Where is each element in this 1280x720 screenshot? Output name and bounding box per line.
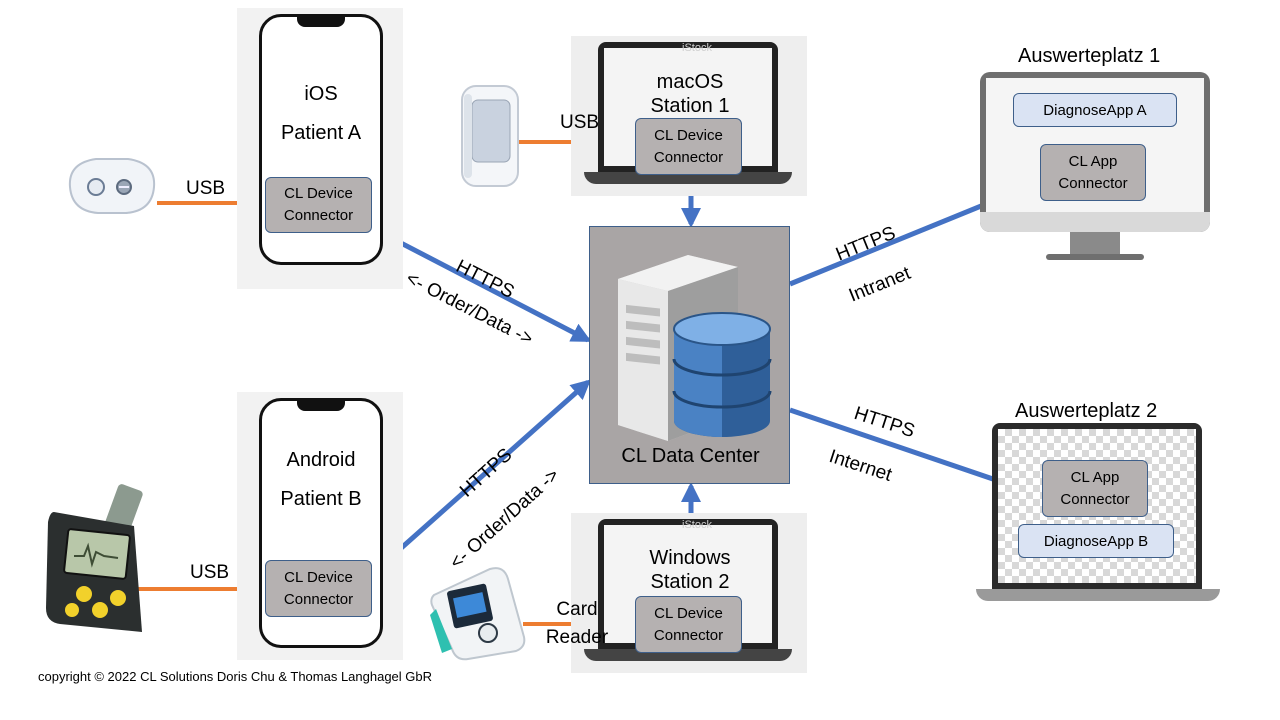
- stock-watermark: iStock: [682, 519, 712, 531]
- station-title-line2: Station 1: [650, 95, 730, 117]
- stock-watermark: iStock: [682, 42, 712, 54]
- data-center-label: CL Data Center: [621, 445, 760, 467]
- connector-label-line1: CL Device: [284, 568, 353, 586]
- macos-station-title: macOS Station 1: [620, 70, 760, 118]
- connector-label-line1: CL Device: [654, 126, 723, 144]
- auswerteplatz-2-title: Auswerteplatz 2: [1015, 400, 1158, 422]
- phone-os-label-ios: iOS: [304, 83, 338, 105]
- card-reader-label-line1: Card: [556, 599, 598, 620]
- diagnose-app-a[interactable]: DiagnoseApp A: [1013, 93, 1177, 127]
- connector-label-line2: Connector: [283, 590, 354, 608]
- station-title-line1: macOS: [656, 71, 724, 93]
- https-link-patient-a: [370, 225, 592, 343]
- diagnose-app-b[interactable]: DiagnoseApp B: [1018, 524, 1174, 558]
- monitor-neck: [1070, 232, 1120, 254]
- phone-notch: [297, 17, 345, 27]
- card-reader-label: Card Reader: [540, 596, 614, 652]
- windows-station-title: Windows Station 2: [620, 546, 760, 594]
- connector-label-line2: Connector: [653, 626, 724, 644]
- usb-sensor-device-icon: [68, 158, 156, 214]
- connector-label-line2: Connector: [1060, 490, 1130, 508]
- cl-device-connector-patient-a[interactable]: CL Device Connector: [265, 177, 372, 233]
- station-title-line1: Windows: [649, 547, 731, 569]
- monitor-foot: [1046, 254, 1144, 260]
- card-reader-label-line2: Reader: [545, 627, 609, 648]
- cl-device-connector-windows[interactable]: CL Device Connector: [635, 596, 742, 653]
- auswerteplatz-1-title: Auswerteplatz 1: [1018, 45, 1161, 67]
- cl-app-connector-2[interactable]: CL App Connector: [1042, 460, 1148, 517]
- connector-label-line1: CL Device: [284, 185, 353, 202]
- https-link-patient-b: [370, 379, 591, 576]
- usb-label-patient-a: USB: [186, 178, 226, 199]
- phone-notch: [297, 401, 345, 411]
- cl-device-connector-macos[interactable]: CL Device Connector: [635, 118, 742, 175]
- auswerteplatz-2-laptop-base: [976, 589, 1220, 601]
- wall-sensor-device-icon: [461, 85, 519, 187]
- connector-label-line2: Connector: [283, 207, 354, 224]
- monitor-chin: [980, 212, 1210, 232]
- cl-app-connector-1[interactable]: CL App Connector: [1040, 144, 1146, 201]
- connector-label-line1: CL App: [1070, 468, 1120, 486]
- cl-data-center[interactable]: CL Data Center: [589, 226, 790, 484]
- card-reader-device-icon: [430, 567, 526, 661]
- cl-device-connector-patient-b[interactable]: CL Device Connector: [265, 560, 372, 617]
- copyright-footer: copyright © 2022 CL Solutions Doris Chu …: [38, 669, 433, 684]
- connector-label-line1: CL App: [1068, 152, 1118, 170]
- usb-label-macos: USB: [560, 112, 600, 133]
- usb-label-patient-b: USB: [190, 562, 230, 583]
- macos-laptop-base: [584, 172, 792, 184]
- connector-label-line2: Connector: [653, 148, 724, 166]
- phone-patient-label-b: Patient B: [280, 488, 362, 510]
- phone-os-label-android: Android: [286, 449, 356, 471]
- phone-patient-label-a: Patient A: [280, 122, 362, 144]
- server-database-icon: [618, 255, 772, 441]
- windows-laptop-base: [584, 649, 792, 661]
- connector-label-line2: Connector: [1058, 174, 1128, 192]
- holter-recorder-device-icon: [46, 484, 143, 632]
- connector-label-line1: CL Device: [654, 604, 723, 622]
- station-title-line2: Station 2: [650, 571, 730, 593]
